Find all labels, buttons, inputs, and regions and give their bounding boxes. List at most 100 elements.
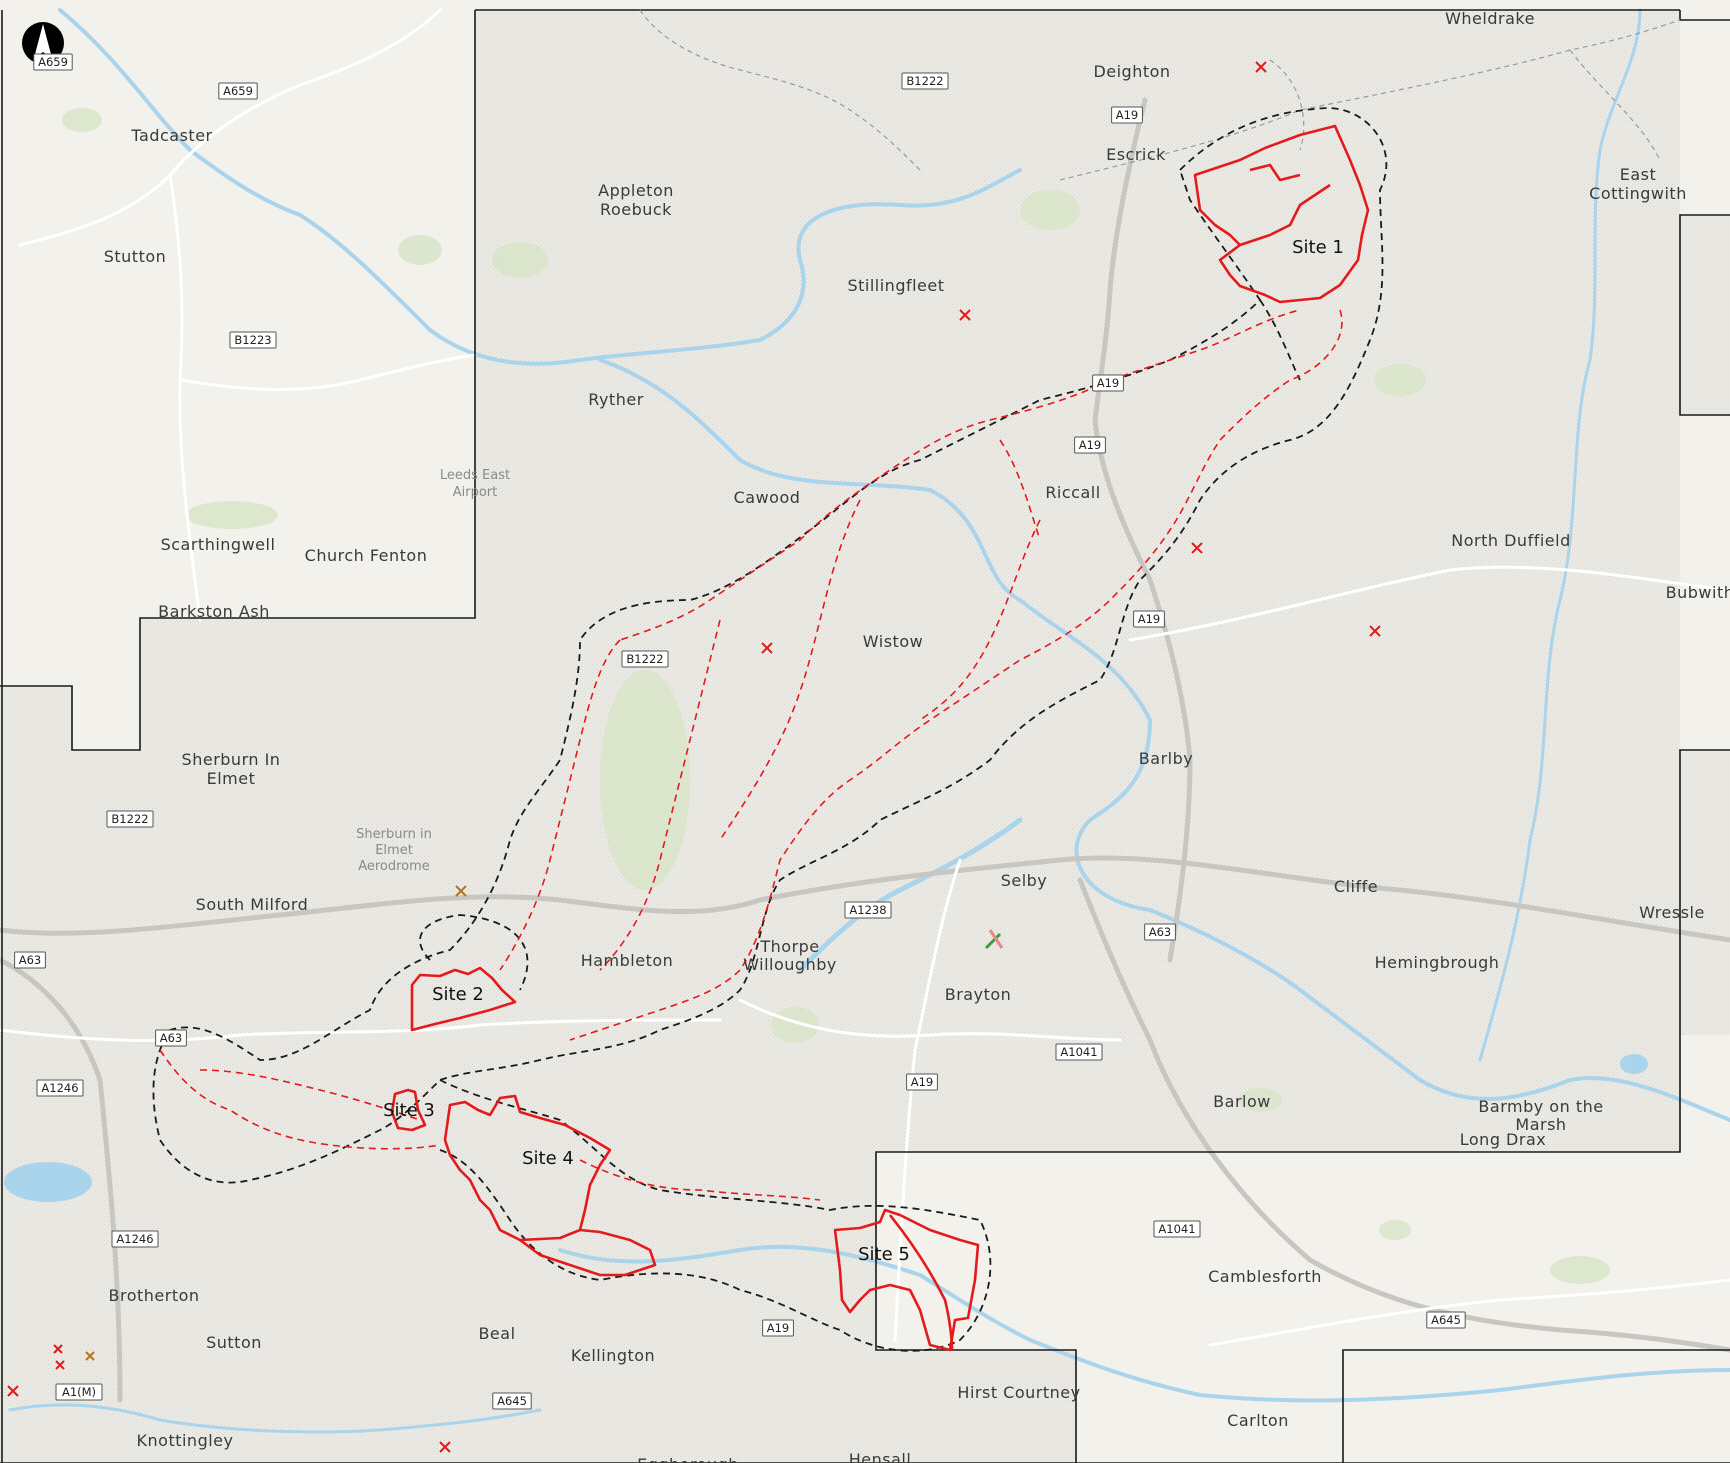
- place-label: Kellington: [571, 1346, 655, 1365]
- road-ref: A63: [1149, 925, 1172, 939]
- heritage-markers: [85, 885, 467, 1361]
- rivers: [8, 8, 1730, 1434]
- place-label: Tadcaster: [130, 126, 212, 145]
- lake-west: [4, 1162, 92, 1202]
- site-4-boundary: [443, 1094, 612, 1242]
- road-shield: A645: [1426, 1311, 1466, 1329]
- place-label: Marsh: [1515, 1115, 1566, 1134]
- place-label: South Milford: [196, 895, 309, 914]
- cable-corridor: [159, 309, 1343, 1201]
- place-label: Eggborough: [637, 1455, 739, 1463]
- place-label: Sutton: [206, 1333, 262, 1352]
- site-label: Site 2: [432, 984, 484, 1005]
- airfield-label: Sherburn in: [356, 827, 432, 842]
- road-ref: A1246: [116, 1232, 153, 1246]
- road-shields: A659A659B1222A19B1223A19A19A19B1222B1222…: [14, 53, 1466, 1410]
- airfield-label: Airport: [453, 485, 498, 500]
- road-ref: A659: [223, 84, 253, 98]
- road-shield: A63: [1144, 923, 1176, 941]
- place-label: Long Drax: [1460, 1130, 1546, 1149]
- site-label: Site 3: [383, 1100, 435, 1121]
- place-label: North Duffield: [1451, 531, 1570, 550]
- place-label: Deighton: [1093, 62, 1170, 81]
- road-shield: A19: [1133, 610, 1165, 628]
- road-shield: B1222: [106, 810, 154, 828]
- parish-boundaries: [639, 9, 1681, 181]
- site-4-south: [519, 1228, 657, 1277]
- place-label: Cliffe: [1334, 877, 1378, 896]
- site-label: Site 5: [858, 1244, 910, 1265]
- road-ref: A659: [38, 55, 68, 69]
- place-label: Hensall: [849, 1450, 912, 1463]
- road-ref: B1222: [111, 812, 148, 826]
- place-label: Willoughby: [743, 955, 837, 974]
- road-shield: A63: [155, 1029, 187, 1047]
- place-label: Cawood: [734, 488, 801, 507]
- site-markers: [7, 61, 1381, 1453]
- woodland-areas: [62, 108, 1610, 1284]
- road-shield: A1246: [36, 1079, 84, 1097]
- site-3-boundary: [390, 1088, 427, 1132]
- place-label: Bubwith: [1666, 583, 1730, 602]
- site-label: Site 4: [522, 1148, 574, 1169]
- place-label: Hemingbrough: [1375, 953, 1500, 972]
- study-area-hatch: [0, 10, 1730, 1463]
- place-label: Appleton: [598, 181, 674, 200]
- place-label: Brotherton: [108, 1286, 199, 1305]
- road-ref: A63: [19, 953, 42, 967]
- site-5-track: [888, 1214, 954, 1351]
- road-ref: A645: [497, 1394, 527, 1408]
- place-label: Thorpe: [759, 937, 819, 956]
- road-ref: A19: [1097, 376, 1120, 390]
- road-shield: A63: [14, 951, 46, 969]
- site-labels: Site 1 Site 2 Site 3 Site 4 Site 5: [383, 237, 1344, 1265]
- place-label: Camblesforth: [1208, 1267, 1322, 1286]
- road-ref: A19: [767, 1321, 790, 1335]
- place-label: East: [1620, 165, 1657, 184]
- place-label: Knottingley: [137, 1431, 234, 1450]
- place-label: Roebuck: [600, 200, 672, 219]
- road-shield: B1222: [621, 650, 669, 668]
- place-label: Barkston Ash: [158, 602, 270, 621]
- selby-marker: [984, 929, 1004, 950]
- place-label: Barlby: [1139, 749, 1193, 768]
- place-label: Wheldrake: [1445, 9, 1535, 28]
- road-ref: A645: [1431, 1313, 1461, 1327]
- road-shield: A1041: [1153, 1220, 1201, 1238]
- place-label: Escrick: [1106, 145, 1166, 164]
- place-label: Hambleton: [581, 951, 674, 970]
- place-label: Hirst Courtney: [957, 1383, 1080, 1402]
- place-label: Beal: [478, 1324, 515, 1343]
- place-label: Brayton: [945, 985, 1012, 1004]
- site-1-inner: [1239, 163, 1331, 247]
- road-shield: A19: [1074, 436, 1106, 454]
- place-label: Church Fenton: [305, 546, 428, 565]
- site-label: Site 1: [1292, 237, 1344, 258]
- road-ref: A1238: [849, 903, 886, 917]
- road-shield: A19: [906, 1073, 938, 1091]
- place-label: Barlow: [1213, 1092, 1271, 1111]
- place-label: Barmby on the: [1478, 1097, 1603, 1116]
- place-label: Sherburn In: [182, 750, 281, 769]
- airfield-label: Aerodrome: [358, 859, 430, 874]
- road-shield: A19: [762, 1319, 794, 1337]
- place-label: Stillingfleet: [847, 276, 944, 295]
- road-shield: A659: [33, 53, 73, 71]
- road-ref: A1041: [1060, 1045, 1097, 1059]
- place-label: Wistow: [863, 632, 923, 651]
- place-label: Cottingwith: [1589, 184, 1687, 203]
- road-ref: A63: [160, 1031, 183, 1045]
- road-shield: A1238: [844, 901, 892, 919]
- road-ref: B1222: [626, 652, 663, 666]
- road-shield: A19: [1111, 106, 1143, 124]
- road-shield: A1041: [1055, 1043, 1103, 1061]
- road-ref: A19: [1116, 108, 1139, 122]
- road-shield: A19: [1092, 374, 1124, 392]
- place-label: Ryther: [588, 390, 644, 409]
- road-ref: A19: [1079, 438, 1102, 452]
- place-label: Stutton: [104, 247, 167, 266]
- place-label: Selby: [1001, 871, 1048, 890]
- road-ref: A1246: [41, 1081, 78, 1095]
